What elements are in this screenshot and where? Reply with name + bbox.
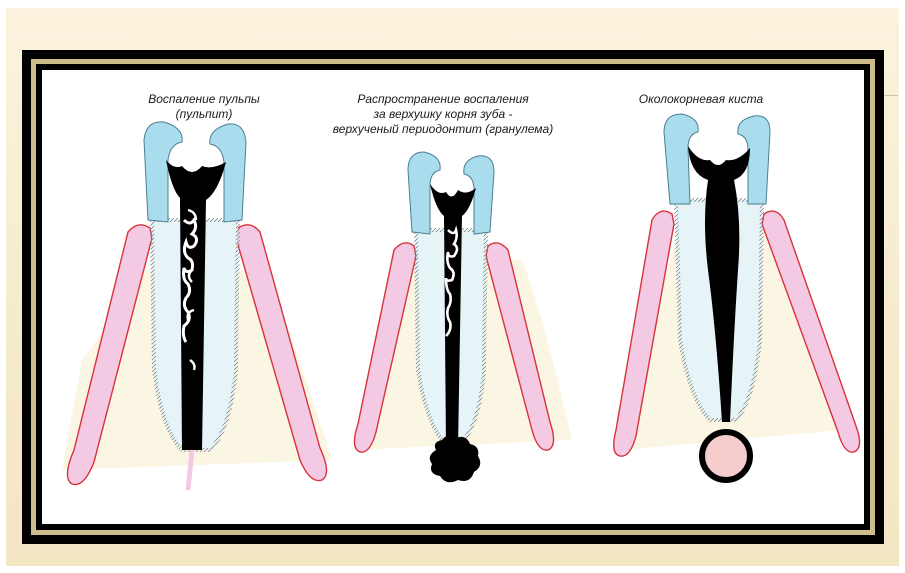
tooth-pulpitis [62, 122, 332, 490]
caption-granuloma: Распространение воспаления за верхушку к… [318, 92, 568, 137]
diagram-panel: Воспаление пульпы (пульпит) Распростране… [42, 70, 864, 524]
caption-pulpitis: Воспаление пульпы (пульпит) [134, 92, 274, 122]
teeth-illustration [42, 70, 864, 524]
caption-cyst: Околокорневая киста [616, 92, 786, 107]
decorative-line [884, 95, 898, 96]
tooth-cyst [614, 114, 860, 480]
cyst [702, 432, 750, 480]
tooth-granuloma [352, 152, 572, 482]
